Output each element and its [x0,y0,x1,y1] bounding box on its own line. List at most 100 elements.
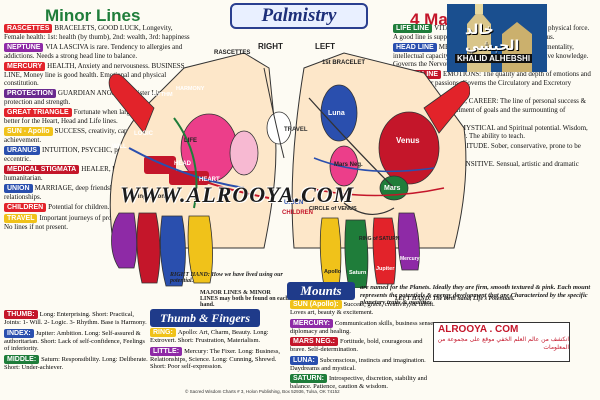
label-life: LIFE [184,138,197,144]
finger-entry-text: Long: Enterprising. Short: Practical, Jo… [4,311,147,326]
finger-entry-tag: RING: [150,328,176,337]
minor-line-entry-text: BRACELETS, GOOD LUCK, Longevity, Female … [4,24,190,41]
minor-line-entry-text: SUCCESS, creativity, capability and achi… [4,127,158,144]
mount-entry: SUN (Apollo):Success, grace, creativity,… [290,300,435,317]
finger-entry: INDEX:Jupiter: Ambition. Long: Self-assu… [4,328,149,353]
mount-entry-tag: SUN (Apollo): [290,300,342,309]
minor-line-entry-text: VIA LASCIVA is rare. Tendency to allergi… [4,43,183,60]
label-luna: Luna [328,110,345,117]
finger-entry: MIDDLE:Saturn: Responsibility. Long: Del… [4,354,149,372]
minor-line-entry-tag: UNION [4,184,33,193]
thumb-right [108,73,155,134]
minor-line-entry-text: Potential for children. [48,203,110,211]
minor-line-entry-tag: NEPTUNE [4,43,44,52]
finger-left-index [319,217,342,287]
minor-line-entry-tag: SUN - Apollo [4,127,53,136]
label-venus: Venus [396,136,420,145]
footer: © Sacred Wisdom Charts # 3, Holon Publis… [185,389,340,394]
minor-line-entry-tag: CHILDREN [4,203,47,212]
label-rhythm: RHYTHM [149,92,173,98]
label-rascettes: RASCETTES [214,50,250,56]
label-left-hand: LEFT [315,42,335,51]
thumb-fingers-title: Thumb & Fingers [150,309,260,327]
minor-line-entry-tag: MEDICAL STIGMATA [4,165,80,174]
finger-left-middle [344,219,369,288]
minor-line-entry-tag: TRAVEL [4,214,38,223]
alrooya-arabic: انكشف من عالم العلم الخفي موقع على مجموع… [437,336,569,351]
label-children: CHILDREN [282,210,313,216]
mounts-list: SUN (Apollo):Success, grace, creativity,… [290,300,435,393]
finger-right-middle [159,215,186,287]
minor-line-entry-tag: URANUS [4,146,40,155]
label-mars-neg: Mars Neg. [334,162,363,168]
mount-entry: SATURN:Introspective, discretion, stabil… [290,374,435,391]
mount-entry-text: Success, grace, creativity, & talent. Lo… [290,301,435,316]
left-hand [291,52,470,288]
thumb-left [423,81,470,134]
thumb-fingers-left: THUMB:Long: Enterprising. Short: Practic… [4,310,149,373]
label-first-bracelet: 1st BRACELET [322,60,365,66]
mount-entry: LUNA:Subconscious, instincts and imagina… [290,355,435,373]
caption-left-hand: LEFT HAND: The birth hand, Life's Potent… [395,296,515,302]
finger-entry-tag: INDEX: [4,328,34,338]
label-jupiter: Jupiter [376,266,395,272]
minor-line-entry-text: INTUITION, PSYCHIC, perceptive, expressi… [4,146,179,163]
minor-line-entry-tag: RASCETTES [4,24,53,33]
finger-right-ring [136,212,161,284]
thumb-fingers-right: RING:Apollo: Art, Charm, Beauty. Long: E… [150,328,288,373]
finger-entry-tag: THUMB: [4,310,38,319]
mount-entry: MERCURY:Communication skills, business s… [290,318,435,336]
chart-title: Palmistry [261,5,337,26]
finger-left-ring [372,217,397,285]
label-will: WILL [112,144,127,150]
logo [447,4,547,72]
finger-right-little [111,212,138,269]
title-box: Palmistry [230,3,368,29]
finger-left-little [397,212,420,271]
minor-line-entry-tag: GREAT TRIANGLE [4,108,72,117]
label-ring-of-saturn: RING of SATURN [359,236,400,242]
mounts-intro: are named for the Planets. Ideally they … [360,284,591,306]
major-line-entry-tag: HEAD LINE [393,43,437,52]
mount-entry-tag: LUNA: [290,355,318,365]
right-hand [108,52,292,287]
mount-entry-text: Subconscious, instincts and imagination.… [290,356,426,372]
finger-entry: LITTLE:Mercury: The Fixer. Long: Busines… [150,346,288,371]
hands-illustration: RASCETTES 1st BRACELET RHYTHM HARMONY TR… [108,50,470,288]
finger-entry-text: Mercury: The Fixer. Long: Business, Rela… [150,347,280,371]
label-mars: Mars [384,185,400,192]
minor-lines-header: Minor Lines [45,6,141,25]
alrooya-title: ALROOYA . COM [438,324,519,335]
mount-entry-tag: MERCURY: [290,318,333,328]
minor-line-entry-tag: PROTECTION [4,89,56,98]
label-heart: HEART [199,177,220,183]
finger-entry-tag: MIDDLE: [4,354,40,364]
label-right-hand: RIGHT [258,42,283,51]
mount-entry-text: Communication skills, business sense, di… [290,319,435,335]
finger-entry-text: Saturn: Responsibility. Long: Deliberate… [4,355,148,371]
label-apollo: Apollo [324,269,342,275]
mount-entry-tag: MARS NEG.: [290,337,338,346]
finger-entry: RING:Apollo: Art, Charm, Beauty. Long: E… [150,328,288,345]
label-travel: TRAVEL [284,127,308,133]
label-harmony: HARMONY [176,86,205,92]
mounts-title: Mounts [287,282,355,300]
label-logic: LOGIC [134,131,154,137]
caption-major-minor: MAJOR LINES & MINOR LINES may both be fo… [200,290,289,308]
alrooya-box: ALROOYA . COM انكشف من عالم العلم الخفي … [433,322,570,362]
mount-entry-tag: SATURN: [290,374,327,383]
finger-entry-text: Jupiter: Ambition. Long: Self-assured & … [4,329,145,353]
minor-line-entry-text: MARRIAGE, deep friendships and meaningfu… [4,184,167,201]
label-union: UNION [284,200,303,206]
label-head: HEAD [174,161,192,167]
label-circle-of-venus: CIRCLE of VENUS [309,206,357,212]
mount-entry-text: Introspective, discretion, stability and… [290,375,428,390]
